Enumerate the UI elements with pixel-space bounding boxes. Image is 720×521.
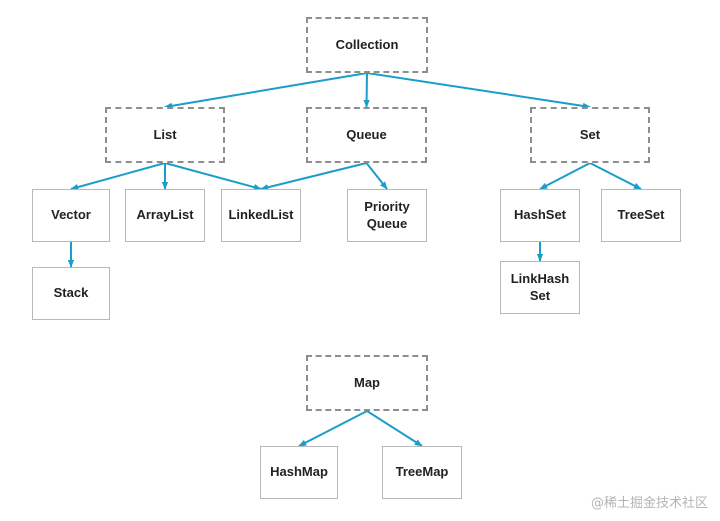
- edge-map-to-treemap: [366, 410, 423, 447]
- edge-map-to-hashmap: [298, 410, 368, 447]
- node-collection: Collection: [306, 17, 428, 73]
- node-label: HashSet: [513, 207, 567, 223]
- node-label: LinkHash Set: [510, 271, 570, 303]
- edge-set-to-hashset: [539, 162, 591, 190]
- node-label: TreeSet: [617, 207, 665, 223]
- node-hashset: HashSet: [500, 189, 580, 242]
- node-list: List: [105, 107, 225, 163]
- node-label: Set: [579, 126, 601, 142]
- node-arraylist: ArrayList: [125, 189, 205, 242]
- node-hashmap: HashMap: [260, 446, 338, 499]
- node-label: ArrayList: [136, 207, 194, 223]
- node-linkedlist: LinkedList: [221, 189, 301, 242]
- edge-list-to-linkedlist: [164, 162, 262, 191]
- node-treemap: TreeMap: [382, 446, 462, 499]
- edge-set-to-treeset: [589, 162, 642, 190]
- node-priorityqueue: Priority Queue: [347, 189, 427, 242]
- node-set: Set: [530, 107, 650, 163]
- node-linkhashset: LinkHash Set: [500, 261, 580, 314]
- node-label: List: [153, 126, 177, 142]
- edge-queue-to-priorityqueue: [365, 162, 388, 190]
- node-label: TreeMap: [395, 464, 449, 480]
- node-label: Collection: [335, 36, 399, 52]
- edges: [67, 72, 642, 447]
- node-label: HashMap: [270, 464, 328, 480]
- node-label: Priority Queue: [364, 199, 410, 231]
- node-label: Queue: [346, 126, 387, 142]
- node-label: Vector: [51, 207, 91, 223]
- edge-collection-to-set: [366, 72, 591, 110]
- node-label: Stack: [53, 285, 89, 301]
- node-stack: Stack: [32, 267, 110, 320]
- node-queue: Queue: [306, 107, 427, 163]
- node-treeset: TreeSet: [601, 189, 681, 242]
- node-map: Map: [306, 355, 428, 411]
- edge-collection-to-list: [164, 72, 368, 109]
- edge-collection-to-queue: [363, 72, 370, 108]
- edge-queue-to-linkedlist: [260, 162, 367, 191]
- node-label: LinkedList: [228, 207, 294, 223]
- edge-list-to-vector: [70, 162, 166, 191]
- watermark: @稀土掘金技术社区: [590, 496, 708, 511]
- node-label: Map: [354, 374, 380, 390]
- node-vector: Vector: [32, 189, 110, 242]
